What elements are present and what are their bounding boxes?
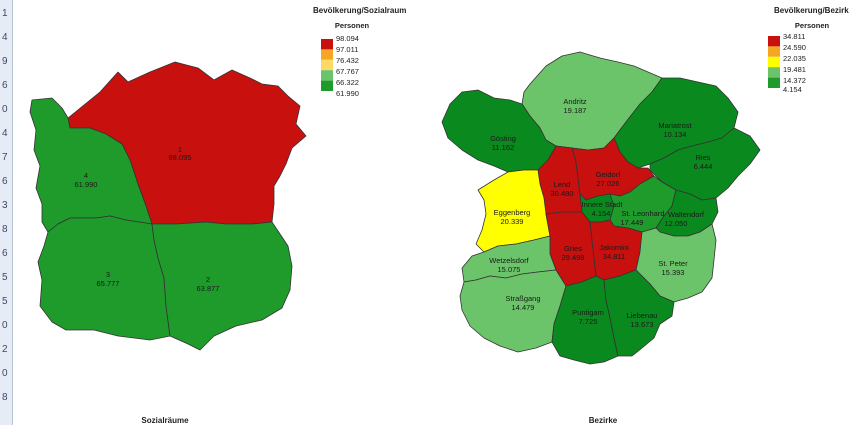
row-number[interactable]: 5 <box>2 272 8 283</box>
legend-swatch <box>768 56 780 68</box>
district-name: Gösting <box>490 134 516 143</box>
row-number[interactable]: 4 <box>2 128 8 139</box>
region-3[interactable] <box>37 215 171 341</box>
district-value: 34.811 <box>603 252 625 261</box>
left-map-caption: Sozialräume <box>141 416 189 425</box>
district-value: 4.154 <box>592 209 611 218</box>
district-name: Puntigam <box>572 308 604 317</box>
district-name: Straßgang <box>505 294 540 303</box>
district-value: 6.444 <box>694 162 713 171</box>
region-2[interactable] <box>151 221 293 351</box>
district-name: Wetzelsdorf <box>489 256 529 265</box>
legend-value: 97.011 <box>336 45 358 54</box>
region-value: 63.877 <box>197 284 220 293</box>
district-value: 19.187 <box>564 106 587 115</box>
legend-value: 19.481 <box>783 65 806 74</box>
row-number[interactable]: 3 <box>2 200 8 211</box>
district-name: Eggenberg <box>494 208 531 217</box>
district-name: Liebenau <box>627 311 658 320</box>
district-name: Mariatrost <box>658 121 692 130</box>
legend-value: 14.372 <box>783 76 806 85</box>
district-value: 17.449 <box>621 218 644 227</box>
row-number[interactable]: 0 <box>2 368 8 379</box>
row-number[interactable]: 6 <box>2 248 8 259</box>
legend-value: 66.322 <box>336 78 359 87</box>
district-value: 15.075 <box>498 265 521 274</box>
district-name: St. Leonhard <box>622 209 665 218</box>
legend-title: Bevölkerung/Bezirk <box>774 6 849 15</box>
row-number[interactable]: 7 <box>2 152 8 163</box>
legend-swatch <box>768 77 780 88</box>
legend-subtitle: Personen <box>335 21 370 30</box>
district-value: 29.498 <box>562 253 585 262</box>
region-label: 1 <box>178 145 182 154</box>
legend-title: Bevölkerung/Sozialraum <box>313 6 406 15</box>
left-legend: Bevölkerung/Sozialraum Personen 98.094 9… <box>313 6 406 98</box>
district-name: Lend <box>554 180 571 189</box>
district-value: 10.134 <box>664 130 687 139</box>
district-value: 14.479 <box>512 303 535 312</box>
region-value: 65.777 <box>97 279 120 288</box>
district-value: 20.339 <box>501 217 524 226</box>
legend-value: 98.094 <box>336 34 359 43</box>
district-value: 13.673 <box>631 320 654 329</box>
region-value: 61.990 <box>75 180 98 189</box>
row-number[interactable]: 6 <box>2 176 8 187</box>
district-name: Ries <box>695 153 710 162</box>
legend-value: 34.811 <box>783 32 805 41</box>
row-number[interactable]: 4 <box>2 32 8 43</box>
legend-swatch <box>768 36 780 47</box>
legend-subtitle: Personen <box>795 21 830 30</box>
district-name: Gries <box>564 244 582 253</box>
row-number[interactable]: 8 <box>2 224 8 235</box>
legend-swatch <box>768 46 780 57</box>
district-value: 30.480 <box>551 189 574 198</box>
legend-swatch <box>768 67 780 78</box>
legend-swatch <box>321 70 333 81</box>
district-name: Waltendorf <box>668 210 705 219</box>
region-label: 2 <box>206 275 210 284</box>
legend-swatch <box>321 80 333 91</box>
legend-swatch <box>321 49 333 60</box>
right-map: Andritz 19.187 Gösting 11.162 Mariatrost… <box>441 51 761 425</box>
legend-swatch <box>321 39 333 50</box>
legend-value: 67.767 <box>336 67 359 76</box>
district-puntigam[interactable] <box>551 275 619 365</box>
district-value: 27.026 <box>597 179 620 188</box>
district-name: Geidorf <box>596 170 622 179</box>
right-legend: Bevölkerung/Bezirk Personen 34.811 24.59… <box>768 6 849 94</box>
district-name: St. Peter <box>658 259 688 268</box>
legend-value: 22.035 <box>783 54 806 63</box>
district-name: Andritz <box>563 97 587 106</box>
district-liebenau[interactable] <box>603 269 675 357</box>
region-label: 3 <box>106 270 110 279</box>
legend-value: 4.154 <box>783 85 802 94</box>
region-value: 98.095 <box>169 153 192 162</box>
row-number[interactable]: 6 <box>2 80 8 91</box>
left-map: 1 98.095 4 61.990 3 65.777 2 63.877 Sozi… <box>29 61 307 425</box>
legend-value: 61.990 <box>336 89 359 98</box>
legend-value: 24.590 <box>783 43 806 52</box>
region-label: 4 <box>84 171 88 180</box>
spreadsheet-row-headers: 1 4 9 6 0 4 7 6 3 8 6 5 5 0 2 0 8 <box>0 0 13 425</box>
row-number[interactable]: 9 <box>2 56 8 67</box>
district-value: 7.725 <box>579 317 598 326</box>
district-name: Innere Stadt <box>582 200 624 209</box>
row-number[interactable]: 2 <box>2 344 8 355</box>
row-number[interactable]: 8 <box>2 392 8 403</box>
district-value: 11.162 <box>492 143 514 152</box>
district-value: 15.393 <box>662 268 685 277</box>
row-number[interactable]: 1 <box>2 8 8 19</box>
row-number[interactable]: 0 <box>2 104 8 115</box>
district-value: 12.050 <box>665 219 688 228</box>
right-map-caption: Bezirke <box>589 416 618 425</box>
legend-value: 76.432 <box>336 56 359 65</box>
legend-swatch <box>321 59 333 71</box>
row-number[interactable]: 0 <box>2 320 8 331</box>
district-name: Jakomini <box>599 243 629 252</box>
row-number[interactable]: 5 <box>2 296 8 307</box>
